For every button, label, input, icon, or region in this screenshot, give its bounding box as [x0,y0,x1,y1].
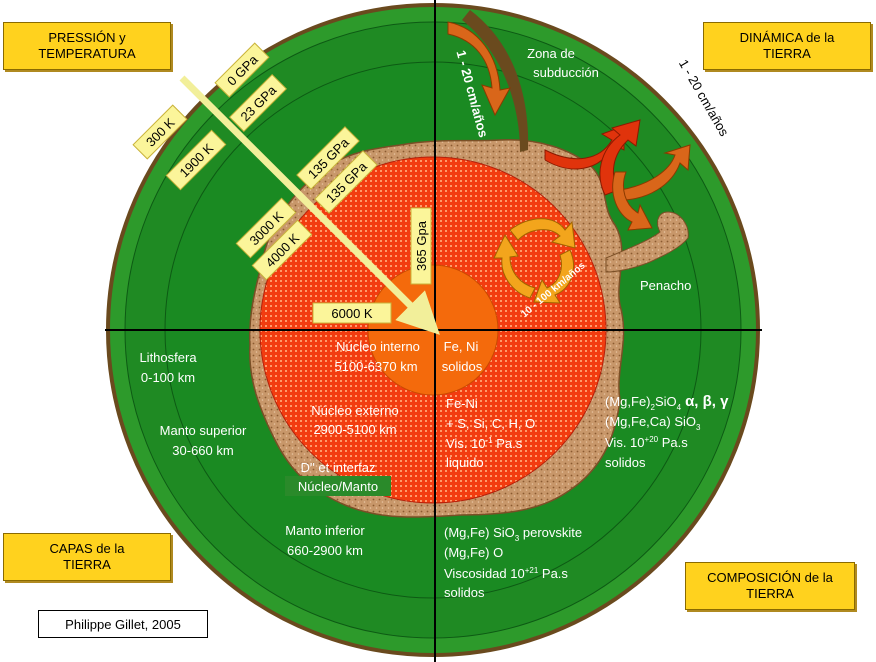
label-upper-mantle-name: Manto superior [160,423,247,438]
corner-capas: CAPAS de la TIERRA [3,533,171,581]
label-inner-core-state: solidos [442,359,483,374]
label-t3: 6000 K [312,302,392,324]
corner-composicion: COMPOSICIÓN de la TIERRA [685,562,855,610]
label-lm-comp-1: (Mg,Fe) SiO3 perovskite [444,525,582,543]
mantle-plume [605,211,689,273]
corner-composicion-text: COMPOSICIÓN de la TIERRA [707,570,833,601]
dpp-label-bg [285,476,391,496]
convection-arrows [544,119,691,231]
subduction-arrow [447,21,511,117]
corner-dinamica-text: DINÁMICA de la TIERRA [739,30,835,61]
label-lithosphere-name: Lithosfera [139,350,197,365]
label-inner-core-comp: Fe, Ni [444,339,479,354]
core-convection-arrows [493,218,576,304]
label-um-comp-4: solidos [605,455,646,470]
label-oc-comp-1: Fe-Ni [446,396,478,411]
label-subduction-1: Zona de [527,46,575,61]
label-t2b: 4000 K [251,219,313,281]
label-t2a: 3000 K [235,197,297,259]
pt-profile-arrow [179,75,440,335]
label-inner-core-depth: 5100-6370 km [334,359,417,374]
corner-pression-text: PRESSIÓN y TEMPERATURA [38,30,136,61]
label-lower-mantle-name: Manto inferior [285,523,365,538]
label-lm-comp-3: Viscosidad 10+21 Pa.s [444,566,568,581]
label-lower-mantle-depth: 660-2900 km [287,543,363,558]
corner-pression-temperatura: PRESSIÓN y TEMPERATURA [3,22,171,70]
label-lm-comp-2: (Mg,Fe) O [444,545,503,560]
subduction-slab [462,10,529,152]
svg-text:6000 K: 6000 K [331,306,373,321]
label-oc-comp-2: + S, Si, C, H, O [446,416,535,431]
corner-capas-text: CAPAS de la TIERRA [49,541,125,572]
credit-box: Philippe Gillet, 2005 [38,610,208,638]
label-upper-mantle-depth: 30-660 km [172,443,233,458]
label-lithosphere-depth: 0-100 km [141,370,195,385]
credit-text: Philippe Gillet, 2005 [65,616,181,632]
label-outer-core-depth: 2900-5100 km [313,422,396,437]
corner-dinamica: DINÁMICA de la TIERRA [703,22,871,70]
label-plume: Penacho [640,278,691,293]
label-p3: 365 Gpa [410,207,432,285]
label-lm-comp-4: solidos [444,585,485,600]
label-oc-comp-3: Vis. 10-1 Pa.s [446,436,523,451]
label-um-comp-2: (Mg,Fe,Ca) SiO3 [605,414,701,432]
label-inner-core-name: Núcleo interno [336,339,420,354]
svg-text:365 Gpa: 365 Gpa [414,220,429,271]
label-um-comp-3: Vis. 10+20 Pa.s [605,435,688,450]
label-oc-comp-4: liquido [446,455,484,470]
label-dpp-2: Núcleo/Manto [298,479,378,494]
label-subduction-2: subducción [533,65,599,80]
label-outer-core-name: Núcleo externo [311,403,398,418]
label-dpp-1: D'' et interfaz [300,460,375,475]
